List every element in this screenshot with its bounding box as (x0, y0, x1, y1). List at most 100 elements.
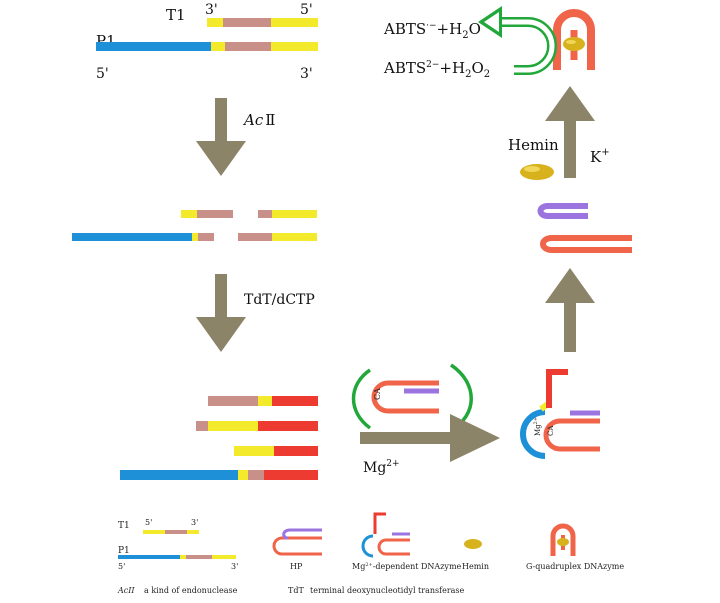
t1-3prime-label: 3' (205, 2, 218, 18)
arrow-release (545, 268, 595, 352)
left-parenthesis (351, 368, 372, 430)
ext-strand2-pink (196, 421, 208, 431)
t1-pink-segment (223, 18, 271, 27)
ext-strand4-pink (248, 470, 264, 480)
t1-label: T1 (166, 6, 186, 24)
ext-strand2-red (258, 421, 318, 431)
arrow-gq-formation: Hemin K+ (508, 86, 610, 180)
arrow-mg-reaction: Mg2+ (360, 414, 500, 476)
footnote-acii-name: AcII (117, 586, 135, 595)
t1-yellow-right (271, 18, 318, 27)
cleaved-top-pink-left (197, 210, 233, 218)
dnazyme-mg-label: Mg2+ (533, 417, 542, 436)
cleaved-bottom-pink-left (198, 233, 214, 241)
dnazyme-ca-label: CA (547, 425, 555, 436)
gq-hemin-highlight (566, 40, 576, 44)
hemin-highlight (524, 166, 540, 172)
catalytic-cycle-arrow (478, 6, 557, 75)
legend-t1-label: T1 (118, 521, 130, 531)
cycle-arrow-head-inner (484, 12, 499, 32)
p1-pink-segment (225, 42, 271, 51)
footnote-tdt-desc: terminal deoxynucleotidyl transferase (310, 586, 465, 595)
g-quadruplex-dnazyme (553, 9, 595, 70)
legend-gq: G-quadruplex DNAzyme (526, 523, 624, 571)
legend-mg-label: Mg2+-dependent DNAzyme (352, 562, 462, 571)
k-ion-label: K+ (590, 147, 610, 166)
dnazyme-blue-arc (520, 409, 546, 459)
legend-hemin-icon (464, 539, 482, 549)
legend-mg-dnazyme: Mg2+-dependent DNAzyme (352, 512, 462, 571)
footnote-acii-desc: a kind of endonuclease (144, 586, 238, 595)
dnazyme-red-stem (546, 369, 568, 408)
hemin-label: Hemin (508, 136, 559, 154)
legend-mg-blue (361, 534, 374, 558)
hairpin-orange-strand (371, 380, 439, 414)
legend-gq-label: G-quadruplex DNAzyme (526, 562, 624, 571)
arrow-tdt-extension: TdT/dCTP (196, 274, 315, 352)
cleaved-bottom-yellow (192, 233, 198, 241)
legend-footnotes: AcII a kind of endonuclease TdT terminal… (117, 586, 465, 595)
legend-p1-blue (118, 555, 180, 559)
hemin-icon (520, 164, 554, 180)
legend-t1-pink (165, 530, 187, 534)
legend-p1-pink (186, 555, 212, 559)
legend-t1-p1: T1 5' 3' P1 5' 3' (118, 518, 238, 571)
ext-strand4-red (264, 470, 318, 480)
ext-strand3-yellow (234, 446, 274, 456)
step1-duplex: T1 P1 3' 5' 5' 3' (96, 2, 318, 82)
legend-t1-yellow-left (143, 530, 165, 534)
abts-reactant: ABTS2−+H2O2 (383, 59, 490, 80)
legend-p1-label: P1 (118, 546, 130, 556)
p1-5prime-label: 5' (96, 66, 109, 82)
arrow-head (545, 268, 595, 303)
step2-cleaved (72, 210, 317, 241)
p1-blue-segment (96, 42, 211, 51)
cleaved-bottom-pink-right (238, 233, 272, 241)
arrow-shaft (215, 274, 227, 319)
legend-t1-5prime: 5' (145, 518, 152, 527)
ext-strand1-red (272, 396, 318, 406)
arrow-head (545, 86, 595, 121)
legend-t1-yellow-right (187, 530, 199, 534)
released-orange-strand (540, 235, 632, 253)
arrow-shaft (564, 300, 576, 352)
cycle-arrow-fill (496, 19, 555, 73)
cleaved-bottom-blue (72, 233, 192, 241)
step3-extended (120, 396, 318, 480)
released-strands (537, 203, 632, 253)
gq-hemin-icon (563, 37, 585, 51)
legend-hp: HP (272, 528, 322, 571)
arrow-shaft (564, 118, 576, 178)
legend-p1-3prime: 3' (231, 562, 238, 571)
released-purple-strand (537, 203, 588, 219)
t1-5prime-label: 5' (300, 2, 313, 18)
abts-product: ABTS·−+H2O (383, 20, 481, 41)
legend: T1 5' 3' P1 5' 3' HP Mg2+-d (117, 512, 624, 595)
legend-hp-orange (272, 536, 322, 556)
arrow-head (196, 141, 246, 176)
ext-strand2-yellow (208, 421, 258, 431)
p1-3prime-label: 3' (300, 66, 313, 82)
legend-hp-purple-bend (282, 528, 291, 540)
legend-hemin-label: Hemin (462, 562, 489, 571)
ext-strand1-yellow (258, 396, 272, 406)
arrow-head (196, 317, 246, 352)
legend-mg-red (373, 512, 386, 534)
cleaved-top-yellow-right (272, 210, 317, 218)
cleaved-top-yellow-left (181, 210, 197, 218)
ext-strand3-red (274, 446, 318, 456)
arrow-shaft (215, 98, 227, 143)
t1-yellow-left (207, 18, 223, 27)
legend-mg-orange (377, 538, 410, 556)
dnazyme-orange-strand (543, 418, 600, 452)
arrow-head (450, 414, 500, 462)
ext-strand4-blue (120, 470, 238, 480)
arrow-shaft (360, 432, 454, 444)
legend-p1-5prime: 5' (118, 562, 125, 571)
cleaved-top-pink-right (258, 210, 272, 218)
legend-gq-outer (550, 523, 576, 556)
mg-label: Mg2+ (363, 459, 400, 476)
legend-gq-hemin (557, 538, 569, 546)
p1-yellow-right (271, 42, 318, 51)
